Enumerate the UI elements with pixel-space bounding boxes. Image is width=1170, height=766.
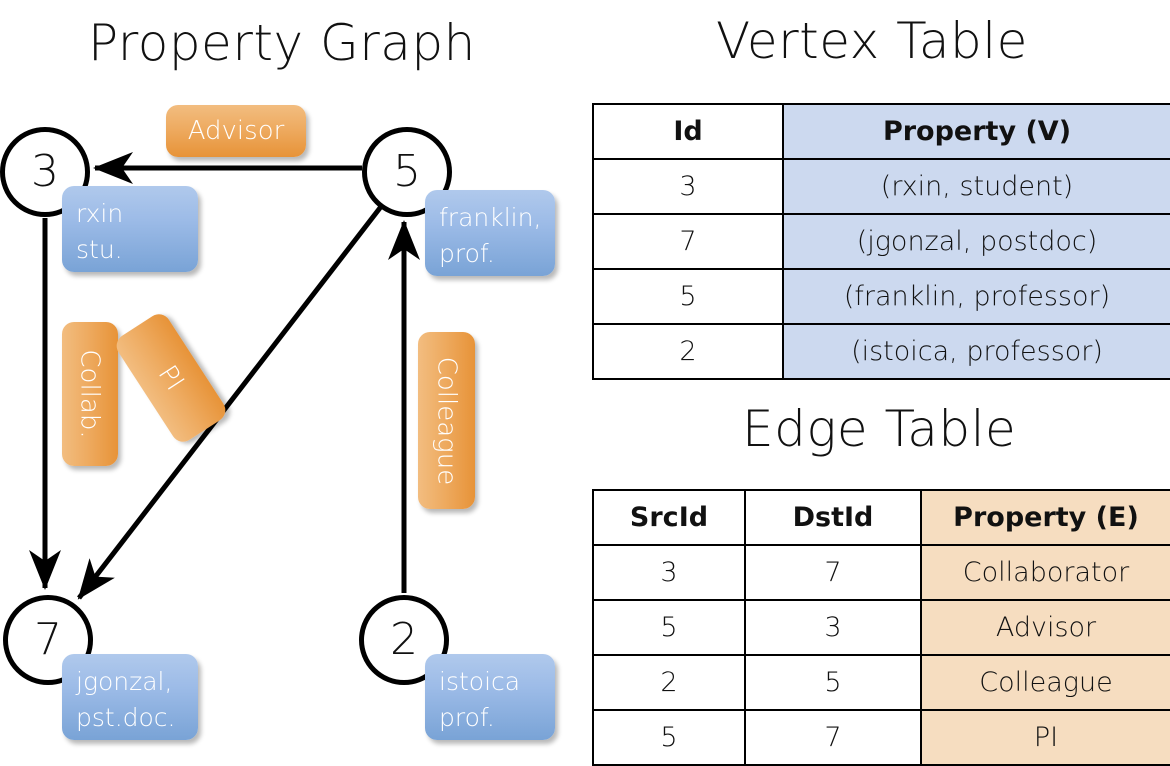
vertex-property-box-5-name: franklin, [439, 203, 542, 232]
vertex-property-box-3-name: rxin [76, 199, 124, 228]
edge-table-header-srcid: SrcId [592, 489, 746, 546]
vertex-property-box-2-role: prof. [439, 702, 495, 732]
edge-label-box-advisor: Advisor [166, 105, 306, 157]
edge-table-cell-dstid: 5 [744, 654, 922, 711]
edge-table-cell-srcid: 5 [592, 709, 746, 766]
vertex-table-cell-id: 5 [592, 268, 784, 325]
edge-table-cell-dstid: 7 [744, 544, 922, 601]
vertex-node-3-label: 3 [31, 146, 59, 197]
vertex-property-box-3-role: stu. [76, 234, 123, 264]
edge-label-colleague-text: Colleague [431, 356, 462, 485]
vertex-table-cell-property: (franklin, professor) [782, 268, 1170, 325]
vertex-property-box-7-name: jgonzal, [76, 667, 173, 696]
edge-table-header-property: Property (E) [920, 489, 1170, 546]
vertex-table-cell-id: 3 [592, 158, 784, 215]
table-row[interactable]: 5 3 Advisor [592, 599, 1170, 656]
table-row[interactable]: 5 (franklin, professor) [592, 268, 1170, 325]
graph-edges-svg [29, 152, 420, 600]
edge-5-to-7-pi [77, 202, 385, 600]
edge-table-cell-property: Collaborator [920, 544, 1170, 601]
vertex-node-5-label: 5 [393, 146, 421, 197]
edge-table-header-row: SrcId DstId Property (E) [592, 489, 1170, 546]
property-graph-diagram: 3 5 7 2 rxin stu. franklin, prof. jgonza… [0, 0, 585, 760]
vertex-table-header-id: Id [592, 103, 784, 160]
table-row[interactable]: 3 7 Collaborator [592, 544, 1170, 601]
edge-label-advisor-text: Advisor [187, 116, 285, 146]
page-title-property-graph: Property Graph [88, 14, 476, 72]
edge-table-cell-property: Colleague [920, 654, 1170, 711]
page-title-edge-table: Edge Table [742, 400, 1017, 458]
vertex-table-header-row: Id Property (V) [592, 103, 1170, 160]
vertex-table-cell-property: (istoica, professor) [782, 323, 1170, 380]
table-row[interactable]: 7 (jgonzal, postdoc) [592, 213, 1170, 270]
vertex-table: Id Property (V) 3 (rxin, student) 7 (jgo… [592, 103, 1170, 380]
edge-table: SrcId DstId Property (E) 3 7 Collaborato… [592, 489, 1170, 766]
edge-table-cell-dstid: 3 [744, 599, 922, 656]
vertex-property-box-2: istoica prof. [425, 654, 555, 740]
page-title-vertex-table: Vertex Table [716, 12, 1028, 70]
vertex-table-cell-property: (rxin, student) [782, 158, 1170, 215]
vertex-node-2-label: 2 [390, 614, 418, 665]
vertex-table-header-property: Property (V) [782, 103, 1170, 160]
edge-table-header-dstid: DstId [744, 489, 922, 546]
table-row[interactable]: 5 7 PI [592, 709, 1170, 766]
vertex-table-cell-id: 7 [592, 213, 784, 270]
edge-label-box-collab: Collab. [62, 322, 118, 466]
edge-table-cell-srcid: 5 [592, 599, 746, 656]
edge-table-cell-srcid: 3 [592, 544, 746, 601]
vertex-property-box-7: jgonzal, pst.doc. [62, 654, 198, 740]
vertex-property-box-3: rxin stu. [62, 186, 198, 272]
table-row[interactable]: 2 (istoica, professor) [592, 323, 1170, 380]
table-row[interactable]: 3 (rxin, student) [592, 158, 1170, 215]
vertex-table-cell-id: 2 [592, 323, 784, 380]
edge-table-cell-property: PI [920, 709, 1170, 766]
vertex-table-cell-property: (jgonzal, postdoc) [782, 213, 1170, 270]
table-row[interactable]: 2 5 Colleague [592, 654, 1170, 711]
vertex-property-box-2-name: istoica [439, 667, 521, 696]
vertex-property-box-5: franklin, prof. [425, 190, 555, 276]
vertex-node-7-label: 7 [34, 614, 62, 665]
vertex-property-box-7-role: pst.doc. [76, 702, 176, 732]
vertex-property-box-5-role: prof. [439, 238, 495, 268]
edge-table-cell-property: Advisor [920, 599, 1170, 656]
edge-table-cell-srcid: 2 [592, 654, 746, 711]
vertex-node-2[interactable]: 2 [359, 595, 449, 685]
edge-label-collab-text: Collab. [75, 349, 105, 439]
edge-table-cell-dstid: 7 [744, 709, 922, 766]
edge-label-pi-text: PI [152, 360, 190, 396]
edge-label-box-colleague: Colleague [418, 332, 475, 509]
vertex-node-5[interactable]: 5 [362, 127, 452, 217]
